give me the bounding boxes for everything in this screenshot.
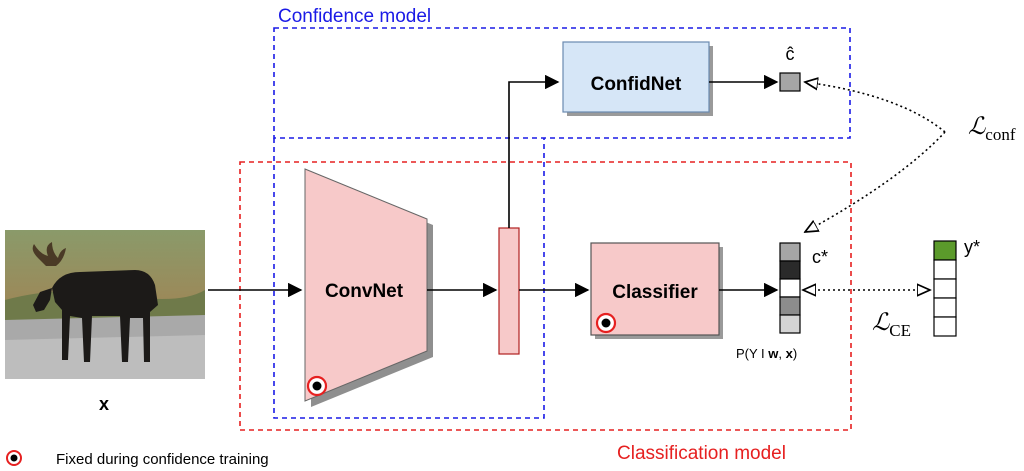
classification-model-region: [239, 161, 852, 431]
c-star-label: c*: [812, 247, 828, 267]
confidence-model-region-lower: [273, 138, 545, 419]
ce-loss-label: ℒCE: [872, 310, 911, 340]
input-label: x: [99, 394, 109, 414]
fixed-marker-classifier-icon: [595, 312, 617, 334]
conf-loss-connector-top: [805, 82, 946, 133]
conf-loss-label: ℒconf: [968, 114, 1016, 144]
feature-vector: [498, 227, 520, 355]
confidence-model-label: Confidence model: [278, 6, 431, 27]
arrow-features-to-confidnet: [508, 74, 560, 228]
c-hat-cell: [779, 72, 801, 92]
prob-label: P(Y I w, x): [736, 346, 797, 361]
y-star-label: y*: [964, 237, 980, 257]
output-prob-vector: [779, 242, 801, 334]
confidence-model-region: [273, 27, 851, 139]
c-hat-label: ĉ: [786, 44, 795, 64]
confidnet-label: ConfidNet: [591, 74, 682, 95]
classification-model-label: Classification model: [617, 443, 786, 464]
convnet-block: [304, 168, 428, 402]
confidnet-block: [562, 41, 710, 113]
classifier-label: Classifier: [612, 282, 698, 303]
input-image: [5, 230, 205, 379]
target-vector: [933, 240, 957, 337]
conf-loss-connector-bottom: [805, 131, 946, 232]
legend-fixed-icon: [6, 450, 22, 466]
fixed-marker-convnet-icon: [306, 375, 328, 397]
convnet-label: ConvNet: [325, 281, 404, 302]
legend-text: Fixed during confidence training: [56, 451, 269, 468]
